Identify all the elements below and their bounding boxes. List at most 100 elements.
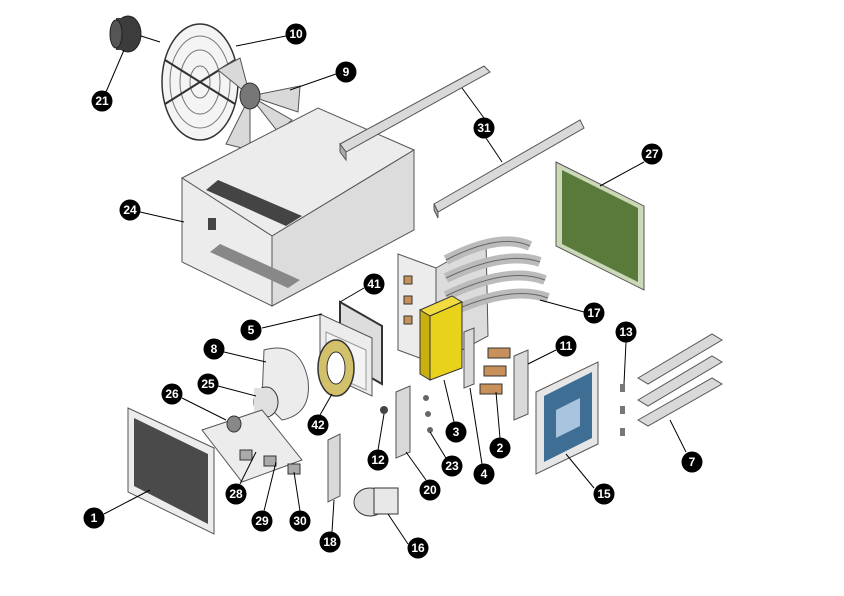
callout-number: 10 [289,27,303,41]
part-20-bracket [395,385,411,459]
callout-badge-circle [251,510,273,532]
leader-line-30 [293,471,301,512]
callout-number: 30 [293,514,307,528]
callout-2: 2 [489,437,511,459]
callout-number: 9 [343,65,350,79]
callout-badge-circle [445,421,467,443]
leader-line-15 [565,453,595,489]
callout-31: 31 [473,117,495,139]
leader-line-24 [139,211,185,223]
callout-number: 26 [165,387,179,401]
part-3-control-bracket [418,295,464,381]
callout-badge-circle [335,61,357,83]
callout-number: 7 [689,455,696,469]
leader-lines [103,35,687,545]
callout-number: 41 [367,277,381,291]
callout-badge-circle [583,302,605,324]
leader-line-41 [339,287,365,303]
callout-badge-circle [240,319,262,341]
callout-16: 16 [407,537,429,559]
leader-line-9 [289,73,337,91]
callout-badge-circle [319,531,341,553]
callout-17: 17 [583,302,605,324]
callout-number: 29 [255,514,269,528]
part-21-motor [109,15,161,53]
callout-badge-circle [83,507,105,529]
callout-23: 23 [441,455,463,477]
leader-line-26 [181,397,227,421]
callout-9: 9 [335,61,357,83]
part-18-small-plate [327,433,341,503]
leader-line-11 [527,349,557,365]
callout-15: 15 [593,483,615,505]
callout-13: 13 [615,321,637,343]
callout-28: 28 [225,483,247,505]
leader-line-3 [443,379,455,423]
callout-badge-circle [203,338,225,360]
callout-number: 24 [123,203,137,217]
callout-number: 1 [91,511,98,525]
part-25-blower-motor [253,386,279,418]
leader-line-21 [105,49,125,93]
part-10-fan-guard [161,23,239,141]
part-1-front-grille [127,407,215,535]
callout-10: 10 [285,23,307,45]
callout-7: 7 [681,451,703,473]
callout-20: 20 [419,479,441,501]
leader-line-31 [485,137,503,163]
callout-number: 20 [423,483,437,497]
callout-4: 4 [473,463,495,485]
callout-12: 12 [367,449,389,471]
callout-number: 25 [201,377,215,391]
callout-badge-circle [307,414,329,436]
callout-number: 4 [481,467,488,481]
part-23-nuts [423,395,433,433]
leader-line-8 [223,351,267,363]
part-15-blue-filter [535,361,599,475]
part-12-knob [380,406,388,414]
callout-8: 8 [203,338,225,360]
callout-number: 12 [371,453,385,467]
callout-number: 28 [229,487,243,501]
leader-line-13 [623,341,627,385]
part-2-copper-elements [479,347,511,395]
part-13-screws [620,384,625,436]
leader-line-12 [377,413,385,451]
callout-26: 26 [161,383,183,405]
leader-line-23 [429,431,447,459]
leader-line-5 [261,313,323,329]
leader-line-18 [331,499,335,533]
callout-badge-circle [641,143,663,165]
leader-line-7 [669,419,687,453]
leader-line-25 [217,385,257,397]
leader-line-16 [387,513,409,545]
callout-number: 17 [587,306,601,320]
callout-badge-circle [225,483,247,505]
callout-number: 23 [445,459,459,473]
callout-42: 42 [307,414,329,436]
callout-badge-circle [681,451,703,473]
callout-number: 21 [95,94,109,108]
callout-number: 16 [411,541,425,555]
callout-21: 21 [91,90,113,112]
callout-badge-circle [161,383,183,405]
callout-25: 25 [197,373,219,395]
callout-number: 2 [497,441,504,455]
callout-1: 1 [83,507,105,529]
callout-badge-circle [119,199,141,221]
callout-29: 29 [251,510,273,532]
callout-41: 41 [363,273,385,295]
callout-number: 31 [477,121,491,135]
callout-badge-circle [285,23,307,45]
leader-line-20 [405,451,427,481]
callout-badge-circle [367,449,389,471]
leader-line-4 [469,387,483,465]
part-28-control-plate [201,409,303,483]
callout-3: 3 [445,421,467,443]
callout-number: 27 [645,147,659,161]
callout-number: 18 [323,535,337,549]
leader-line-10 [235,35,287,47]
callout-badge-circle [197,373,219,395]
part-11-plate [513,349,529,421]
